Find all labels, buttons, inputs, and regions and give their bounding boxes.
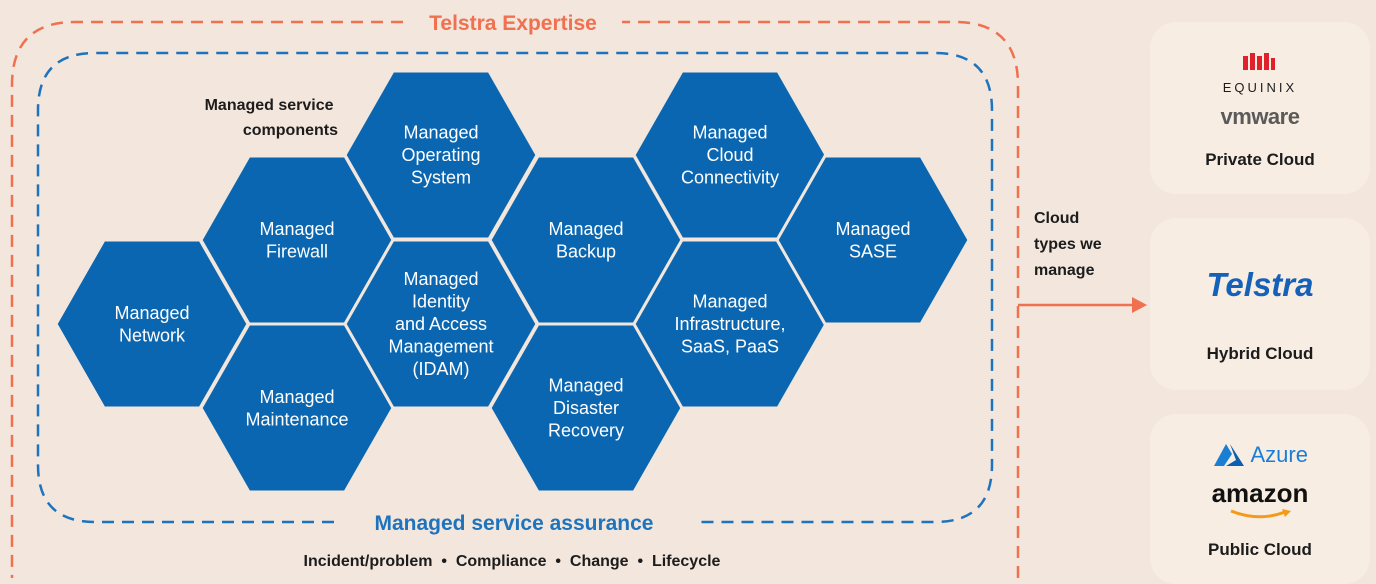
assurance-activities: Incident/problem • Compliance • Change •… [304, 553, 721, 570]
equinix-wordmark: EQUINIX [1222, 80, 1298, 95]
azure-logo: Azure [1150, 442, 1370, 468]
hexagon-shape [775, 154, 971, 326]
telstra-expertise-border [10, 20, 1020, 578]
equinix-icon [1243, 53, 1275, 70]
private-cloud-card: EQUINIX vmware Private Cloud [1150, 22, 1370, 194]
amazon-smile-icon [1150, 508, 1370, 527]
service-assurance-title: Managed service assurance [375, 512, 654, 535]
azure-wordmark: Azure [1250, 442, 1308, 467]
amazon-logo: amazon [1211, 478, 1309, 508]
cloud-types-label: Cloud types we manage [1034, 210, 1106, 279]
components-label: Managed service components [205, 97, 339, 139]
azure-icon [1214, 444, 1245, 466]
public-cloud-card: Azure amazon Public Cloud [1150, 414, 1370, 584]
equinix-logo [1150, 52, 1370, 79]
public-cloud-title: Public Cloud [1208, 540, 1312, 559]
hybrid-cloud-title: Hybrid Cloud [1206, 344, 1314, 363]
cloud-arrow-head [1132, 297, 1147, 313]
telstra-logo: Telstra [1206, 266, 1314, 303]
service-assurance-border [36, 51, 994, 524]
private-cloud-title: Private Cloud [1205, 150, 1315, 169]
telstra-expertise-title: Telstra Expertise [429, 12, 597, 35]
vmware-logo: vmware [1220, 104, 1300, 129]
hybrid-cloud-card: Telstra Hybrid Cloud [1150, 218, 1370, 390]
